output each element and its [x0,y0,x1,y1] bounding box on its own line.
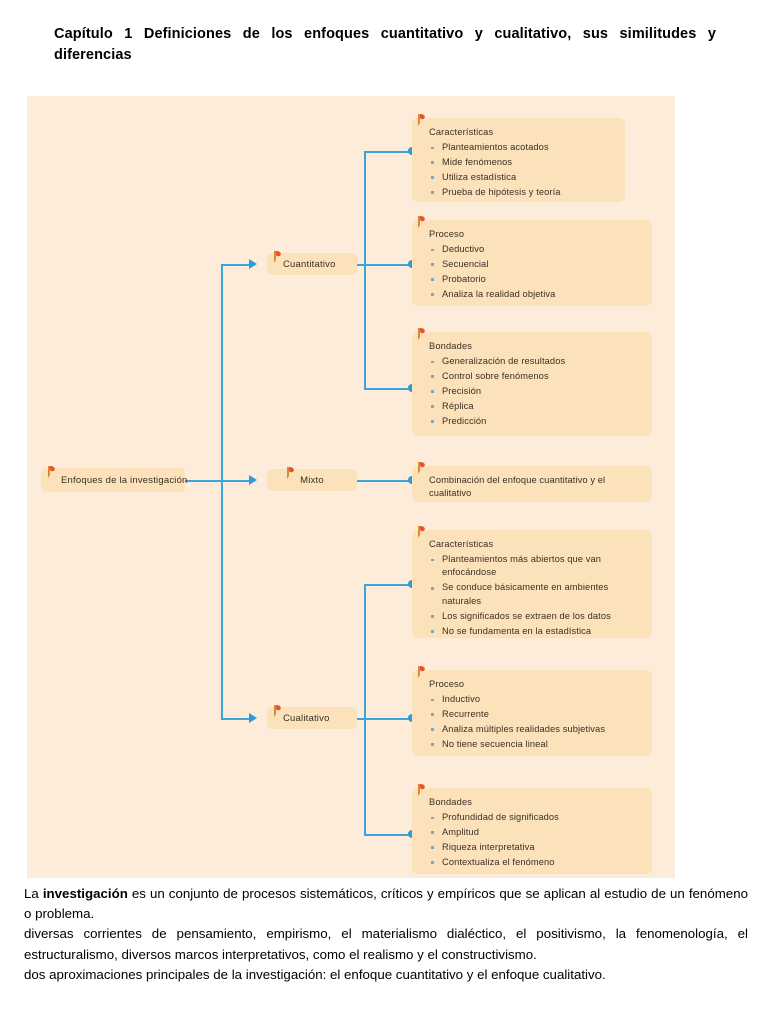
card-title: Características [429,539,494,549]
page-title: Capítulo 1 Definiciones de los enfoques … [54,26,716,64]
connector-cuali-caracteristicas [364,584,412,586]
node-cuantitativo[interactable]: Cuantitativo [267,251,357,275]
connector-spine-to-cualitativo [221,718,249,720]
connector-cuanti-caracteristicas [364,151,412,153]
list-item: Analiza la realidad objetiva [429,288,640,301]
list-item: Recurrente [429,708,640,721]
flag-marker-icon [287,467,294,479]
concept-map-diagram: Enfoques de la investigación Cuantitativ… [27,96,675,878]
card-cuanti-caracteristicas[interactable]: Características Planteamientos acotados … [412,114,625,202]
list-item: Utiliza estadística [429,171,613,184]
node-cualitativo[interactable]: Cualitativo [267,705,357,729]
list-item: Planteamientos más abiertos que van enfo… [429,553,611,580]
paragraph-corrientes: diversas corrientes de pensamiento, empi… [24,926,748,962]
card-cuanti-bondades[interactable]: Bondades Generalización de resultados Co… [412,328,652,436]
card-list: Planteamientos acotados Mide fenómenos U… [429,141,613,199]
connector-cualitativo-out [357,718,412,720]
flag-marker-icon [418,114,425,126]
card-title: Características [429,127,494,137]
connector-spine-to-mixto [221,480,249,482]
card-cuali-bondades[interactable]: Bondades Profundidad de significados Amp… [412,784,652,874]
card-list: Planteamientos más abiertos que van enfo… [429,553,640,638]
body-text: La investigación es un conjunto de proce… [24,884,748,985]
list-item: Se conduce básicamente en ambientes natu… [429,581,611,608]
list-item: Deductivo [429,243,640,256]
connector-cuanti-bondades [364,388,412,390]
list-item: Contextualiza el fenómeno [429,856,640,869]
list-item: Planteamientos acotados [429,141,613,154]
list-item: No tiene secuencia lineal [429,738,640,751]
paragraph-bold-term: investigación [42,886,128,901]
list-item: Control sobre fenómenos [429,370,640,383]
node-cuantitativo-label: Cuantitativo [283,258,336,270]
connector-mixto-out [357,480,412,482]
card-title: Proceso [429,679,465,689]
card-list: Inductivo Recurrente Analiza múltiples r… [429,693,640,751]
list-item: Predicción [429,415,640,428]
node-mixto[interactable]: Mixto [267,467,357,491]
flag-marker-icon [48,466,55,478]
card-cuali-caracteristicas[interactable]: Características Planteamientos más abier… [412,526,652,638]
paragraph-aproximaciones: dos aproximaciones principales de la inv… [24,966,606,982]
card-list: Deductivo Secuencial Probatorio Analiza … [429,243,640,301]
card-cuali-proceso[interactable]: Proceso Inductivo Recurrente Analiza múl… [412,666,652,756]
paragraph-definition: La investigación es un conjunto de proce… [24,884,748,924]
flag-marker-icon [418,216,425,228]
card-title: Proceso [429,229,465,239]
node-mixto-label: Mixto [300,474,324,486]
arrow-to-cuantitativo [249,259,257,269]
list-item: Precisión [429,385,640,398]
card-mixto-descripcion[interactable]: Combinación del enfoque cuantitativo y e… [412,462,652,502]
arrow-to-cualitativo [249,713,257,723]
connector-main-spine [221,264,223,720]
connector-cualitativo-subspine [364,584,366,834]
list-item: Secuencial [429,258,640,271]
flag-marker-icon [274,705,281,717]
card-title: Bondades [429,341,473,351]
list-item: Amplitud [429,826,640,839]
list-item: Réplica [429,400,640,413]
connector-cuali-bondades [364,834,412,836]
node-cualitativo-label: Cualitativo [283,712,330,724]
card-title: Bondades [429,797,473,807]
list-item: Prueba de hipótesis y teoría [429,186,613,199]
list-item: Probatorio [429,273,640,286]
flag-marker-icon [274,251,281,263]
connector-spine-to-cuantitativo [221,264,249,266]
arrow-to-mixto [249,475,257,485]
list-item: No se fundamenta en la estadística [429,625,640,638]
list-item: Mide fenómenos [429,156,613,169]
flag-marker-icon [418,462,425,474]
connector-cuantitativo-subspine [364,151,366,388]
flag-marker-icon [418,666,425,678]
list-item: Analiza múltiples realidades subjetivas [429,723,640,736]
node-root-enfoques[interactable]: Enfoques de la investigación [41,466,188,492]
list-item: Profundidad de significados [429,811,640,824]
list-item: Inductivo [429,693,640,706]
connector-root-to-spine [185,480,223,482]
list-item: Generalización de resultados [429,355,640,368]
list-item: Riqueza interpretativa [429,841,640,854]
flag-marker-icon [418,328,425,340]
paragraph-rest: es un conjunto de procesos sistemáticos,… [24,886,748,922]
flag-marker-icon [418,526,425,538]
flag-marker-icon [418,784,425,796]
connector-cuantitativo-out [357,264,412,266]
list-item: Los significados se extraen de los datos [429,610,640,623]
paragraph-lead: La [24,886,43,901]
node-root-label: Enfoques de la investigación [61,474,188,486]
card-body-text: Combinación del enfoque cuantitativo y e… [429,475,606,499]
card-list: Profundidad de significados Amplitud Riq… [429,811,640,869]
card-list: Generalización de resultados Control sob… [429,355,640,428]
card-cuanti-proceso[interactable]: Proceso Deductivo Secuencial Probatorio … [412,216,652,306]
